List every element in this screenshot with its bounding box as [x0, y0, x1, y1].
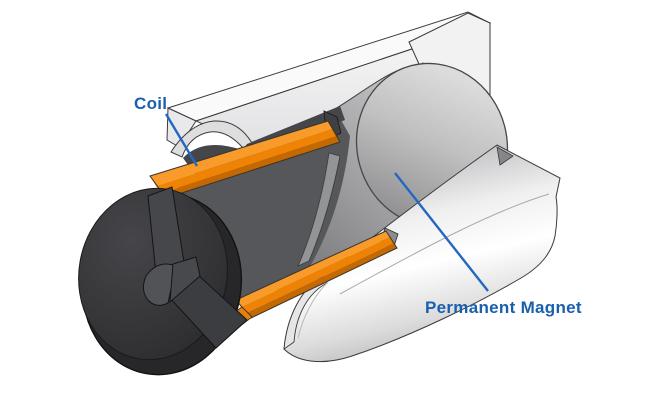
permanent-magnet-callout: Permanent Magnet [394, 172, 582, 317]
coil-top-mid [156, 129, 337, 193]
coil-bottom-mid [241, 237, 394, 313]
bottom-shell-ridge-line [339, 193, 550, 295]
bottom-shell-notch [496, 146, 514, 166]
bottom-shell-bore-line [297, 282, 328, 339]
coil-top-strip [149, 110, 342, 199]
coil-callout: Coil [134, 94, 199, 167]
coil-label: Coil [134, 94, 167, 113]
coil-bottom-bright [236, 231, 390, 307]
coil-bottom-dark [246, 243, 397, 318]
coil-leader-line [164, 113, 199, 167]
coil-top-dark [162, 136, 340, 198]
bobbin-rim-band [297, 152, 341, 267]
permanent-magnet-leader-line [394, 172, 489, 292]
housing-bottom-shell [283, 144, 561, 363]
bobbin-boss-side [169, 256, 201, 304]
coil-top-bright [150, 121, 333, 186]
bobbin-boss-nub [142, 263, 177, 306]
bobbin-end-cap [78, 186, 248, 376]
permanent-magnet-label: Permanent Magnet [425, 298, 582, 317]
